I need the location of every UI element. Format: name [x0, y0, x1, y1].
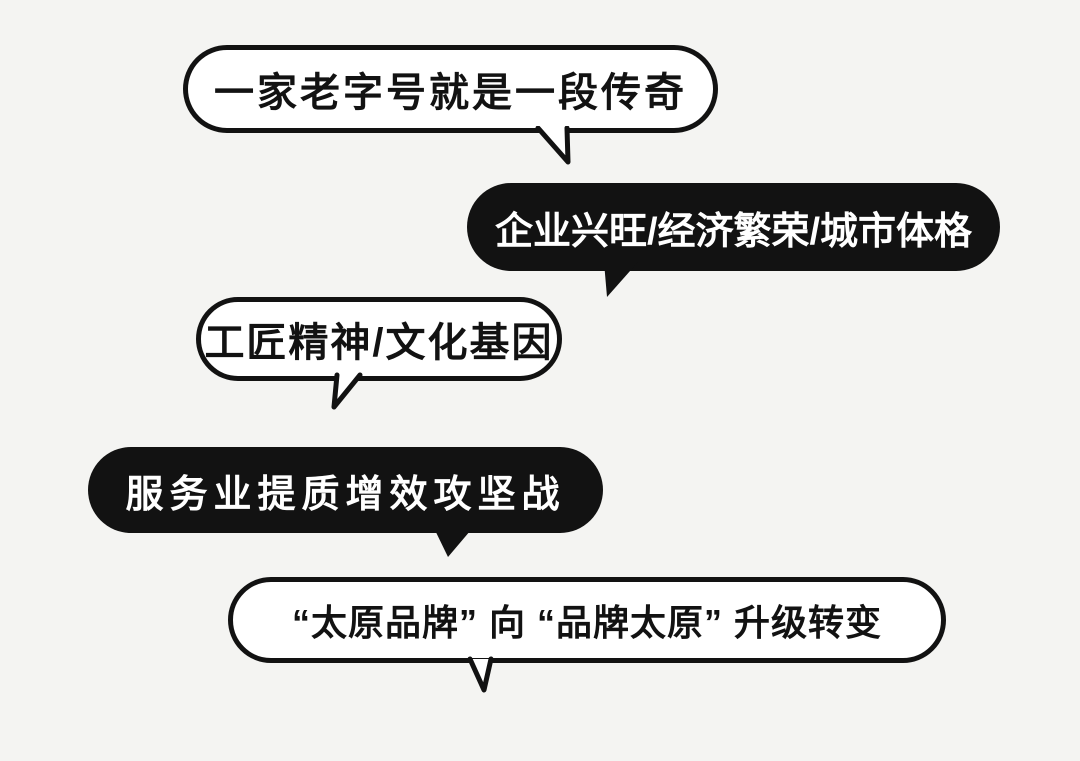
bubble-4-tail	[432, 524, 476, 557]
bubble-4-text: 服务业提质增效攻坚战	[125, 473, 566, 516]
bubble-5-tail	[467, 656, 494, 693]
bubble-3-tail	[331, 372, 363, 410]
speech-bubble-2: 企业兴旺/经济繁荣/城市体格	[467, 183, 1000, 271]
bubble-1-text: 一家老字号就是一段传奇	[214, 71, 687, 115]
bubble-2-tail	[604, 262, 638, 297]
speech-bubble-3: 工匠精神/文化基因	[196, 297, 562, 381]
bubble-3-text: 工匠精神/文化基因	[204, 321, 554, 365]
bubble-5-text: “太原品牌” 向 “品牌太原” 升级转变	[291, 602, 882, 643]
speech-bubble-1: 一家老字号就是一段传奇	[183, 45, 718, 133]
bubble-2-text: 企业兴旺/经济繁荣/城市体格	[494, 210, 973, 253]
speech-bubble-4: 服务业提质增效攻坚战	[88, 447, 603, 533]
speech-bubble-5: “太原品牌” 向 “品牌太原” 升级转变	[228, 577, 946, 663]
bubble-1-tail	[535, 126, 571, 165]
